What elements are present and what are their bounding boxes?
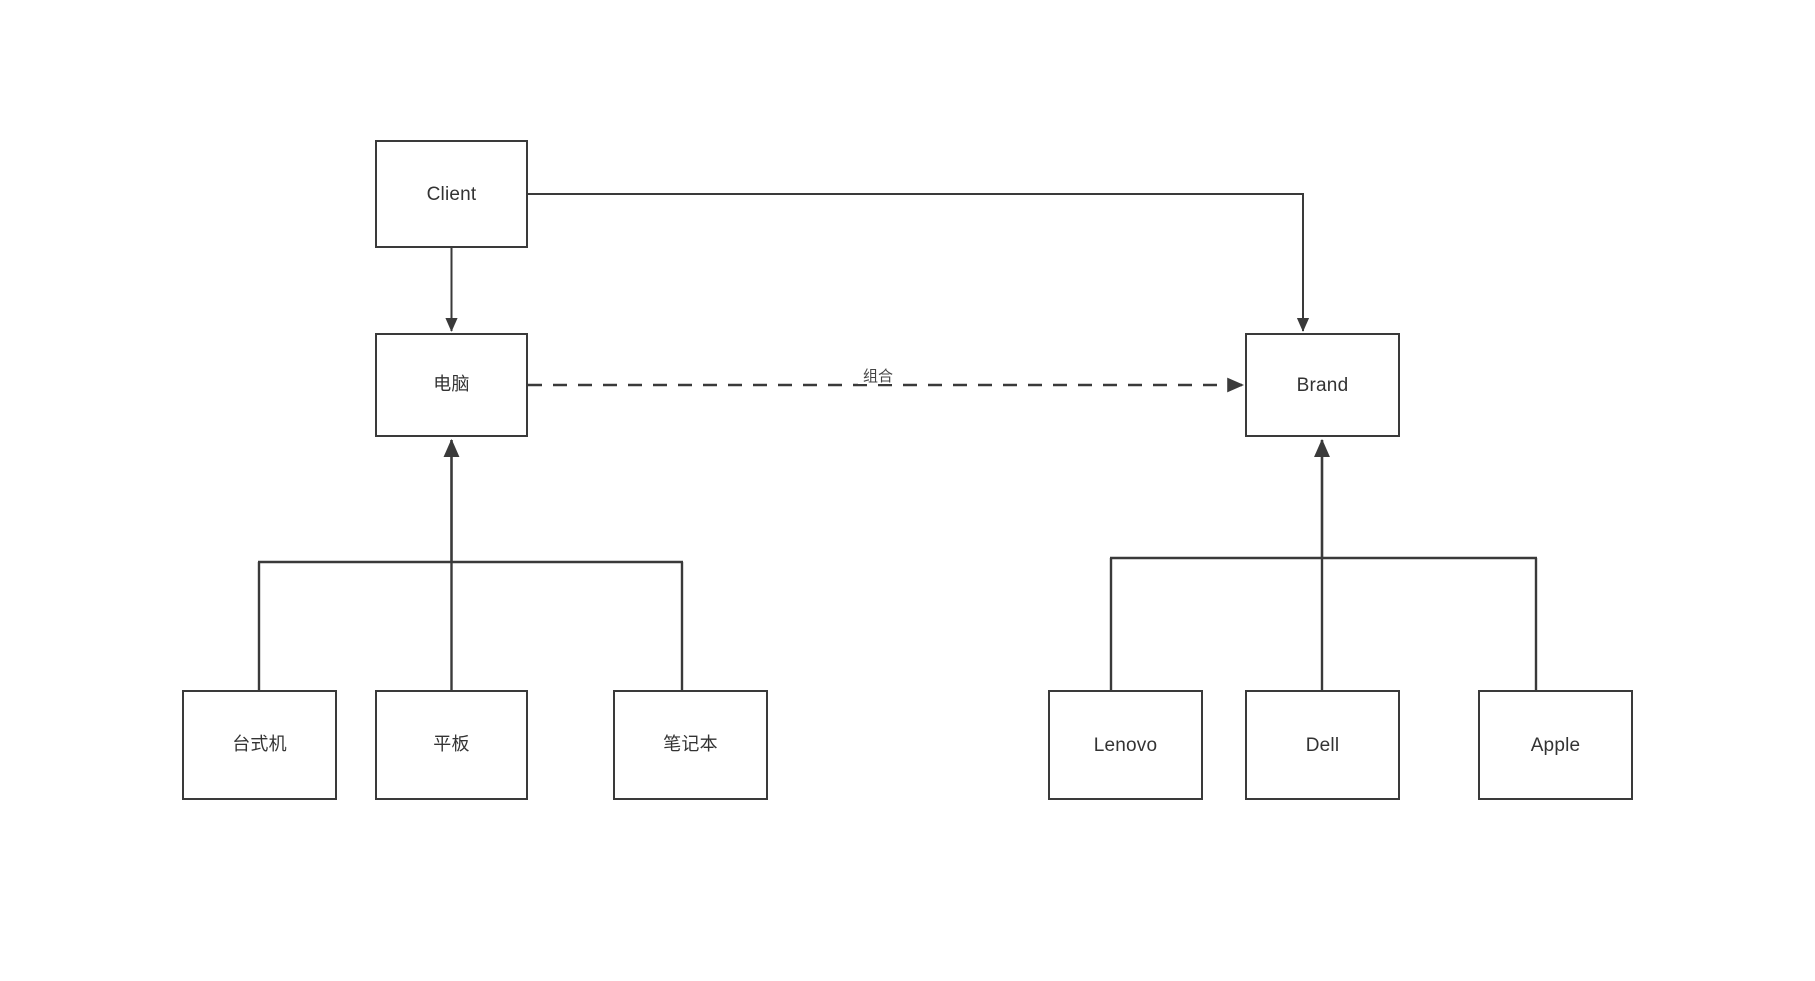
node-dell[interactable]: Dell: [1245, 690, 1400, 800]
node-computer-label: 电脑: [433, 374, 470, 395]
edge-tree-computer-children: [257, 438, 684, 690]
node-brand-label: Brand: [1296, 374, 1349, 396]
node-tablet[interactable]: 平板: [375, 690, 528, 800]
node-desktop[interactable]: 台式机: [182, 690, 337, 800]
edge-label-composition: 组合: [858, 369, 899, 384]
edge-client-to-brand: [528, 193, 1310, 332]
edge-tree-brand-children: [1109, 438, 1538, 690]
node-laptop-label: 笔记本: [663, 734, 718, 755]
node-desktop-label: 台式机: [232, 734, 287, 755]
node-lenovo[interactable]: Lenovo: [1048, 690, 1203, 800]
node-client-label: Client: [426, 183, 477, 205]
node-computer[interactable]: 电脑: [375, 333, 528, 437]
node-laptop[interactable]: 笔记本: [613, 690, 768, 800]
node-tablet-label: 平板: [433, 734, 470, 755]
node-apple[interactable]: Apple: [1478, 690, 1633, 800]
node-apple-label: Apple: [1530, 734, 1581, 756]
node-client[interactable]: Client: [375, 140, 528, 248]
node-lenovo-label: Lenovo: [1093, 734, 1158, 756]
node-brand[interactable]: Brand: [1245, 333, 1400, 437]
node-dell-label: Dell: [1305, 734, 1340, 756]
